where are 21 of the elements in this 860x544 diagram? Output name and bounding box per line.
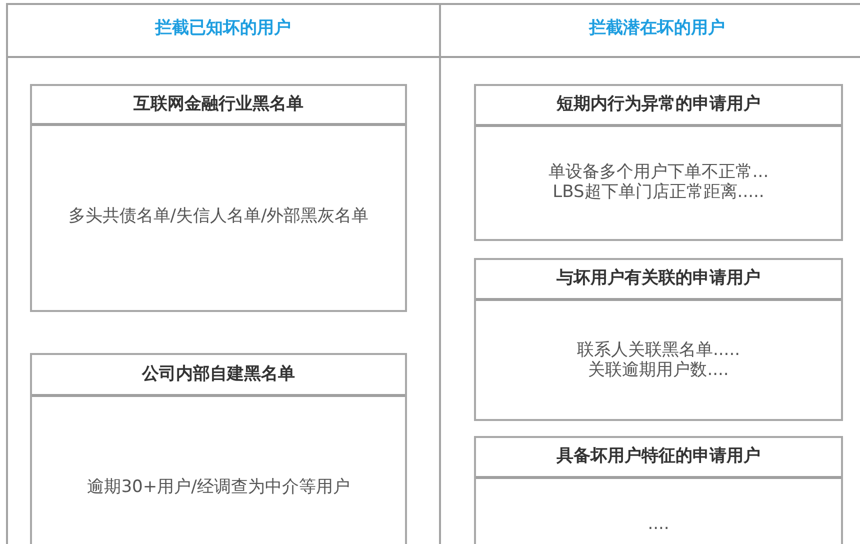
- card-text: 关联逾期用户数....: [588, 360, 729, 380]
- list-card: [474, 258, 843, 421]
- column-panel: [441, 3, 860, 544]
- card-text: LBS超下单门店正常距离.....: [552, 182, 764, 202]
- card-text: 多头共债名单/失信人名单/外部黑灰名单: [68, 206, 369, 226]
- card-text: 单设备多个用户下单不正常...: [548, 162, 769, 182]
- card-text: 联系人关联黑名单.....: [576, 340, 740, 360]
- card-text: 逾期30+用户/经调查为中介等用户: [87, 477, 350, 497]
- card-text: ....: [648, 514, 670, 534]
- column-panel: [6, 3, 441, 544]
- card-heading: 短期内行为异常的申请用户: [556, 94, 760, 114]
- list-card: [30, 84, 407, 312]
- card-heading: 互联网金融行业黑名单: [134, 94, 304, 114]
- list-card: [30, 353, 407, 544]
- card-heading: 与坏用户有关联的申请用户: [556, 268, 760, 288]
- card-heading: 公司内部自建黑名单: [142, 364, 295, 384]
- card-heading: 具备坏用户特征的申请用户: [556, 446, 760, 466]
- column-heading: 拦截潜在坏的用户: [589, 18, 725, 38]
- list-card: [474, 436, 843, 544]
- column-heading: 拦截已知坏的用户: [155, 18, 291, 38]
- list-card: [474, 84, 843, 241]
